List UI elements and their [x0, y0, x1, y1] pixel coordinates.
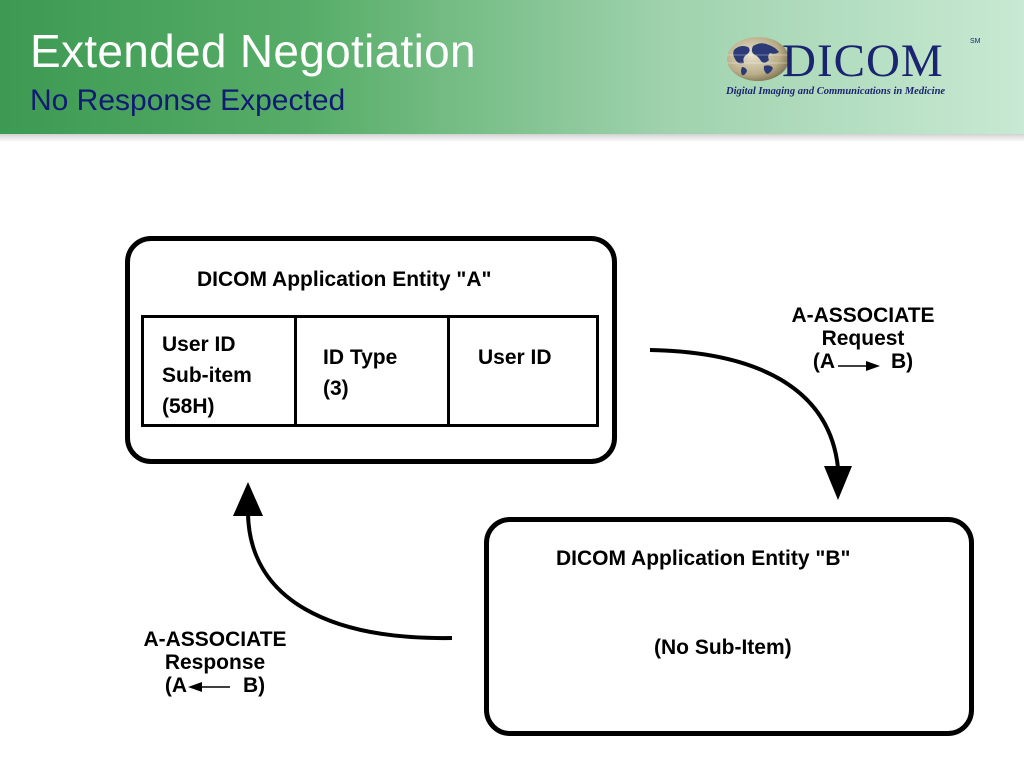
request-line2: Request: [821, 327, 905, 350]
response-line1: A-ASSOCIATE: [143, 628, 287, 651]
slide-subtitle: No Response Expected: [30, 84, 346, 117]
subitem-type-line: Sub-item: [162, 364, 252, 387]
dicom-logo: DICOM SM Digital Imaging and Communicati…: [722, 32, 992, 104]
request-arrow-curve: [649, 348, 840, 469]
header-shadow: [0, 134, 1024, 142]
user-id-subitem-table: User ID Sub-item (58H) ID Type (3) User …: [141, 315, 599, 427]
request-arrowhead: [824, 466, 852, 500]
request-line1: A-ASSOCIATE: [791, 304, 935, 327]
associate-response-label: A-ASSOCIATE Response (A B): [122, 628, 308, 697]
response-from: (A: [164, 674, 187, 697]
no-subitem-note: (No Sub-Item): [654, 636, 792, 659]
globe-icon: [727, 37, 789, 81]
subitem-type-cell: User ID Sub-item (58H): [144, 318, 294, 424]
subitem-type-line: (58H): [162, 395, 215, 418]
logo-tagline: Digital Imaging and Communications in Me…: [726, 86, 946, 97]
logo-wordmark: DICOM: [782, 35, 944, 87]
associate-request-label: A-ASSOCIATE Request (A B): [770, 304, 956, 373]
response-direction-head: [188, 682, 202, 692]
response-to: B): [243, 674, 266, 697]
logo-service-mark: SM: [970, 38, 981, 45]
entity-b-title: DICOM Application Entity "B": [556, 547, 851, 570]
user-id-cell: User ID: [447, 318, 596, 424]
response-line2: Response: [164, 651, 266, 674]
slide-header: [0, 0, 1024, 134]
response-arrowhead: [233, 482, 263, 516]
user-id-line: User ID: [478, 346, 552, 369]
id-type-line: ID Type: [323, 346, 398, 369]
request-direction-head: [866, 361, 880, 371]
id-type-cell: ID Type (3): [294, 318, 447, 424]
slide-title: Extended Negotiation: [30, 25, 476, 77]
request-to: B): [891, 350, 914, 373]
response-direction: (A B): [122, 674, 308, 697]
entity-a-title: DICOM Application Entity "A": [197, 268, 492, 291]
subitem-type-line: User ID: [162, 333, 236, 356]
response-arrow-curve: [246, 513, 453, 641]
request-direction: (A B): [770, 350, 956, 373]
id-type-line: (3): [323, 377, 349, 400]
request-from: (A: [812, 350, 835, 373]
entity-b-box: [484, 517, 974, 736]
